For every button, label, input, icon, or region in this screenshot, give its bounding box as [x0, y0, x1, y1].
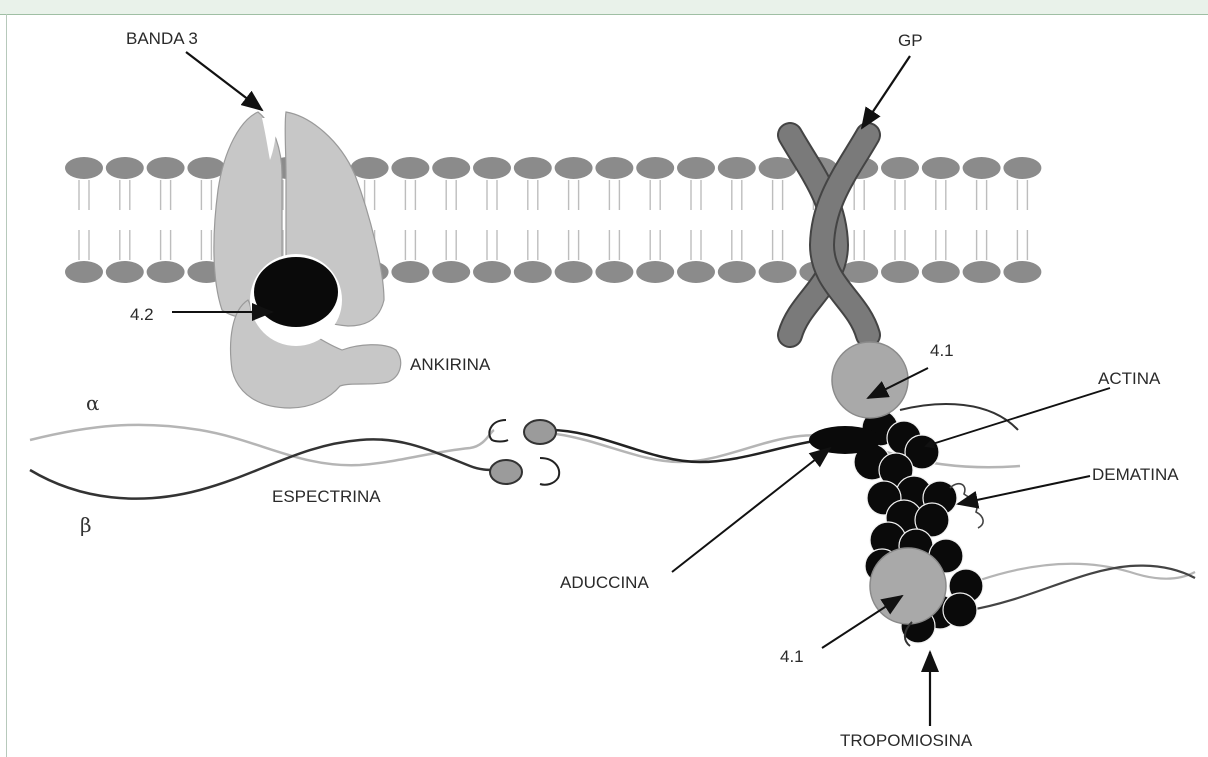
junction-knob-bottom [490, 460, 522, 484]
label-banda3: BANDA 3 [126, 29, 198, 48]
lipid-head-lower [514, 261, 552, 283]
label-beta: β [80, 513, 92, 537]
arrow-dematina [958, 476, 1090, 504]
lipid-head-lower [636, 261, 674, 283]
lipid-head-lower [65, 261, 103, 283]
arrow-aduccina [672, 448, 830, 572]
lipid-head-lower [106, 261, 144, 283]
label-alpha: α [86, 391, 100, 415]
lipid-head-upper [963, 157, 1001, 179]
lipid-head-lower [718, 261, 756, 283]
lipid-bilayer [65, 157, 1041, 283]
arrow-actina [926, 388, 1110, 446]
arrow-4-1-bottom [822, 596, 902, 648]
spectrin-alpha-left [30, 425, 494, 465]
lipid-head-upper [718, 157, 756, 179]
label-aduccina: ADUCCINA [560, 573, 649, 592]
protein-4-1-top [832, 342, 908, 418]
label-4-2: 4.2 [130, 305, 154, 324]
lipid-head-lower [391, 261, 429, 283]
junction-knob-top [524, 420, 556, 444]
spectrin-beta-left [30, 439, 496, 498]
lipid-head-lower [147, 261, 185, 283]
junction-cup-bottom [540, 458, 559, 485]
lipid-head-lower [963, 261, 1001, 283]
lipid-head-upper [147, 157, 185, 179]
lipid-head-upper [106, 157, 144, 179]
lipid-head-upper [65, 157, 103, 179]
arrow-banda3 [186, 52, 262, 110]
lipid-head-lower [922, 261, 960, 283]
lipid-head-upper [881, 157, 919, 179]
label-tropomiosina: TROPOMIOSINA [840, 731, 973, 750]
lipid-head-upper [187, 157, 225, 179]
spectrin-upper-right-loop [900, 404, 1018, 430]
label-gp: GP [898, 31, 923, 50]
protein-4-1-bottom [870, 548, 946, 624]
lipid-head-lower [555, 261, 593, 283]
lipid-head-upper [473, 157, 511, 179]
spectrin-beta-right [550, 430, 820, 462]
label-espectrina: ESPECTRINA [272, 487, 381, 506]
spectrin-junction [489, 420, 559, 485]
aduccina-protein [809, 426, 881, 454]
lipid-head-upper [555, 157, 593, 179]
lipid-head-upper [391, 157, 429, 179]
lipid-head-upper [595, 157, 633, 179]
lipid-head-upper [677, 157, 715, 179]
lipid-head-upper [922, 157, 960, 179]
lipid-head-lower [881, 261, 919, 283]
actin-bead [943, 593, 977, 627]
lipid-head-lower [677, 261, 715, 283]
label-dematina: DEMATINA [1092, 465, 1179, 484]
label-actina: ACTINA [1098, 369, 1161, 388]
lipid-head-upper [432, 157, 470, 179]
lipid-head-lower [473, 261, 511, 283]
lipid-head-lower [1003, 261, 1041, 283]
label-ankirina: ANKIRINA [410, 355, 491, 374]
lipid-head-lower [432, 261, 470, 283]
label-4-1-bottom: 4.1 [780, 647, 804, 666]
lipid-head-lower [759, 261, 797, 283]
lipid-head-upper [351, 157, 389, 179]
lipid-head-lower [595, 261, 633, 283]
lipid-head-upper [636, 157, 674, 179]
label-4-1-top: 4.1 [930, 341, 954, 360]
lipid-head-upper [1003, 157, 1041, 179]
lipid-head-upper [514, 157, 552, 179]
arrow-gp [862, 56, 910, 128]
protein-4-2 [254, 257, 338, 327]
